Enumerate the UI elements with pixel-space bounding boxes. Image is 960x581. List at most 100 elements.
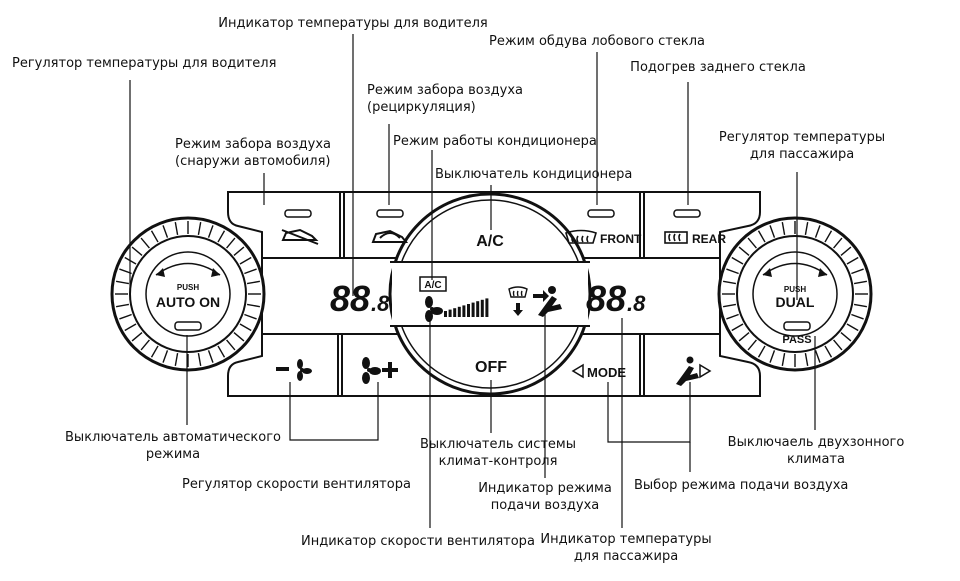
ac-button[interactable]: A/C xyxy=(476,233,504,250)
knob-tooth xyxy=(738,246,750,256)
callout-windshield-mode: Режим обдува лобового стекла xyxy=(489,34,705,49)
fan-speed-bar xyxy=(457,306,461,317)
fan-decrease-button[interactable] xyxy=(276,359,312,381)
knob-tooth xyxy=(824,345,833,358)
dual-indicator-led xyxy=(783,321,811,331)
rear-defrost-icon xyxy=(664,231,688,244)
knob-tooth xyxy=(150,345,159,358)
knob-tooth xyxy=(814,350,821,363)
knob-tooth xyxy=(853,303,868,308)
fan-icon xyxy=(297,359,312,381)
knob-tooth xyxy=(150,230,159,243)
callout-mode-indicator: Индикатор режима подачи воздуха xyxy=(478,481,612,513)
knob-tooth xyxy=(738,332,750,342)
recirc-button[interactable] xyxy=(371,209,409,243)
dual-label: DUAL xyxy=(776,294,815,310)
knob-teeth xyxy=(722,221,868,367)
callout-ac-mode: Режим работы кондиционера xyxy=(393,134,597,149)
knob-tooth xyxy=(131,332,143,342)
knob-tooth xyxy=(162,225,169,238)
callout-outside-air: Режим забора воздуха (снаружи автомобиля… xyxy=(175,137,332,169)
knob-tooth xyxy=(140,237,150,249)
knob-tooth xyxy=(124,323,137,332)
leader-lines xyxy=(129,34,816,528)
knob-tooth xyxy=(731,256,744,265)
knob-tooth xyxy=(233,332,245,342)
callout-fan-indicator: Индикатор скорости вентилятора xyxy=(301,534,535,549)
knob-tooth xyxy=(833,237,843,249)
callout-driver-temp-indicator: Индикатор температуры для водителя xyxy=(218,16,488,31)
knob-tooth xyxy=(115,280,130,285)
control-panel xyxy=(227,191,761,397)
lower-dividers xyxy=(337,334,645,396)
knob-tooth xyxy=(853,280,868,285)
callout-auto-switch: Выключатель автоматического режима xyxy=(65,430,281,462)
mode-button[interactable]: MODE xyxy=(571,363,626,380)
left-knob-push: PUSH xyxy=(177,283,199,292)
right-knob-push: PUSH xyxy=(784,285,806,294)
knob-tooth xyxy=(814,225,821,238)
driver-temp-decimal: .8 xyxy=(371,291,390,316)
rear-defrost-button[interactable]: REAR xyxy=(664,209,726,246)
triangle-right-icon xyxy=(699,363,712,379)
arrow-right-icon xyxy=(533,290,549,302)
auto-indicator-led xyxy=(174,321,202,331)
knob-tooth xyxy=(217,230,226,243)
fan-speed-bar xyxy=(444,311,447,317)
windshield-icon xyxy=(508,286,528,298)
triangle-left-icon xyxy=(571,363,584,379)
callout-ac-switch: Выключатель кондиционера xyxy=(435,167,633,182)
knob-tooth xyxy=(804,221,809,236)
callout-driver-temp-regulator: Регулятор температуры для водителя xyxy=(12,56,277,71)
windshield-defrost-icon xyxy=(565,229,597,244)
callout-pass-temp-regulator: Регулятор температуры для пассажира xyxy=(718,130,886,162)
knob-tooth xyxy=(726,313,739,320)
recirc-icon xyxy=(371,229,409,243)
rear-label: REAR xyxy=(692,232,726,246)
knob-teeth xyxy=(115,221,261,367)
seated-person-icon xyxy=(538,286,562,317)
knob-tooth xyxy=(174,221,179,236)
knob-tooth xyxy=(769,225,776,238)
auto-on-label: AUTO ON xyxy=(156,294,220,310)
upper-dividers xyxy=(339,192,645,258)
knob-tooth xyxy=(722,303,737,308)
callout-fan-regulator: Регулятор скорости вентилятора xyxy=(182,477,411,492)
knob-tooth xyxy=(840,246,852,256)
mode-next-button[interactable] xyxy=(676,356,712,387)
fan-speed-bar xyxy=(448,309,452,317)
knob-tooth xyxy=(726,268,739,275)
outside-air-button[interactable] xyxy=(281,209,319,245)
knob-tooth xyxy=(226,237,236,249)
knob-tooth xyxy=(757,230,766,243)
driver-temp-digits: 88 xyxy=(330,278,370,319)
knob-tooth xyxy=(226,339,236,351)
pass-label: PASS xyxy=(782,334,811,346)
knob-tooth xyxy=(731,323,744,332)
knob-tooth xyxy=(217,345,226,358)
knob-tooth xyxy=(162,350,169,363)
knob-tooth xyxy=(781,352,786,367)
minus-icon xyxy=(276,367,289,371)
fan-speed-bar xyxy=(453,308,457,317)
knob-tooth xyxy=(846,256,859,265)
knob-tooth xyxy=(846,323,859,332)
knob-tooth xyxy=(244,268,257,275)
fan-increase-button[interactable] xyxy=(362,357,398,384)
fan-speed-bar xyxy=(462,305,466,317)
knob-tooth xyxy=(131,246,143,256)
svg-text:MODE: MODE xyxy=(587,365,626,380)
fan-speed-bar xyxy=(476,301,480,317)
front-defrost-button[interactable]: FRONT xyxy=(565,209,642,246)
off-button[interactable]: OFF xyxy=(475,359,507,376)
callout-climate-off: Выключатель системы климат-контроля xyxy=(420,437,576,469)
airflow-mode-indicator xyxy=(508,286,562,317)
driver-temp-knob[interactable]: PUSH AUTO ON xyxy=(110,216,266,372)
fan-icon xyxy=(425,296,443,322)
callout-mode-select: Выбор режима подачи воздуха xyxy=(634,478,849,493)
knob-tooth xyxy=(781,221,786,236)
fan-speed-bar xyxy=(467,304,470,317)
plus-icon xyxy=(382,362,398,378)
passenger-temp-knob[interactable]: PUSH DUAL PASS xyxy=(717,216,873,372)
knob-tooth xyxy=(833,339,843,351)
